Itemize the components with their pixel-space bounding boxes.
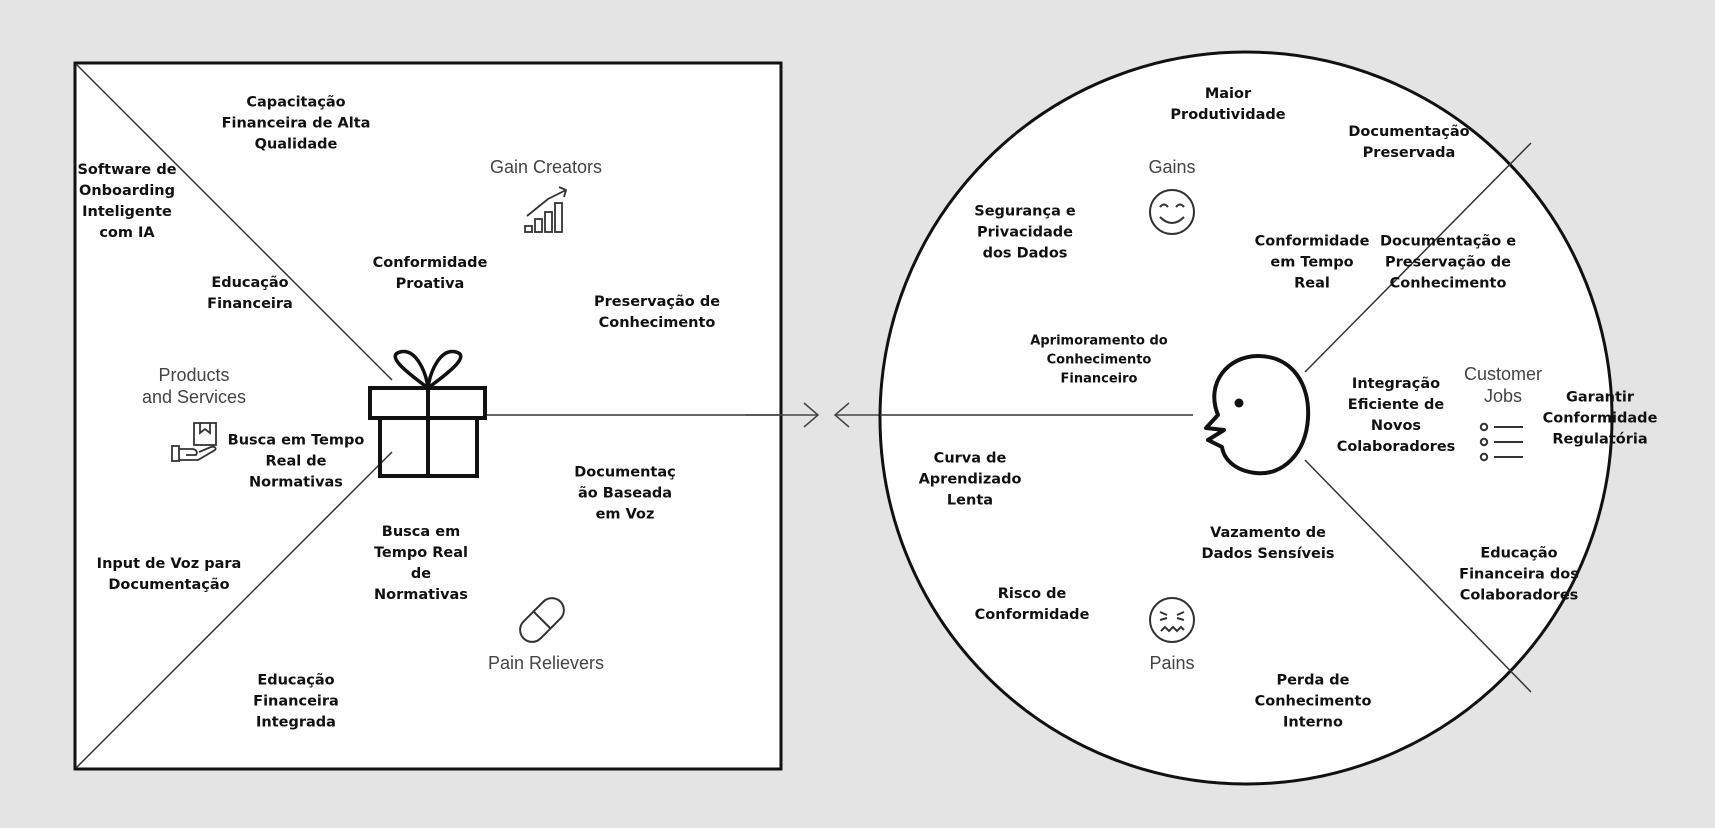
gain-item: Maior Produtividade xyxy=(1170,86,1286,123)
pain-reliever-item: Busca em Tempo Real de Normativas xyxy=(373,524,469,603)
customer-job-item: Educação Financeira dos Colaboradores xyxy=(1459,545,1579,604)
chart-up-icon xyxy=(524,186,568,233)
products-services-title: Products and Services xyxy=(141,365,247,407)
divider-line-upper xyxy=(75,63,393,381)
gain-item: Segurança e Privacidade dos Dados xyxy=(974,203,1076,262)
customer-jobs-title: Customer Jobs xyxy=(1463,364,1543,406)
pill-icon xyxy=(519,597,565,643)
divider-line-lower xyxy=(75,451,393,769)
customer-job-item: Documentação e Preservação de Conhecimen… xyxy=(1379,233,1517,292)
pain-item: Vazamento de Dados Sensíveis xyxy=(1201,525,1335,562)
arrow-right-icon xyxy=(803,402,820,428)
smile-icon xyxy=(1149,189,1195,235)
arrow-left-icon xyxy=(833,402,850,428)
list-icon xyxy=(1479,422,1523,462)
face-icon xyxy=(1204,354,1311,476)
gain-item: Conformidade em Tempo Real xyxy=(1254,233,1370,292)
gift-icon xyxy=(368,349,487,478)
pain-relievers-title: Pain Relievers xyxy=(487,653,605,673)
pains-title: Pains xyxy=(1149,653,1195,673)
pain-item: Risco de Conformidade xyxy=(974,586,1090,623)
customer-job-item: Integração Eficiente de Novos Colaborado… xyxy=(1336,376,1456,455)
circle-divider-lower xyxy=(1304,459,1532,693)
gain-creator-item: Capacitação Financeira de Alta Qualidade xyxy=(221,94,371,153)
products-services-item: Input de Voz para Documentação xyxy=(96,556,242,593)
customer-job-item: Garantir Conformidade Regulatória xyxy=(1542,389,1658,448)
products-services-item: Busca em Tempo Real de Normativas xyxy=(227,432,365,491)
pain-reliever-item: Documentaç ão Baseada em Voz xyxy=(574,464,676,523)
gain-creators-title: Gain Creators xyxy=(489,157,603,177)
hand-box-icon xyxy=(171,422,217,462)
pain-item: Perda de Conhecimento Interno xyxy=(1254,672,1372,731)
gain-creator-item: Conformidade Proativa xyxy=(372,255,488,292)
circle-divider-upper xyxy=(1304,142,1532,373)
gains-title: Gains xyxy=(1148,157,1196,177)
products-services-item: Educação Financeira Integrada xyxy=(253,672,339,731)
gain-item: Aprimoramento do Conhecimento Financeiro xyxy=(1030,333,1168,387)
products-services-item: Software de Onboarding Inteligente com I… xyxy=(77,162,177,241)
gain-creator-item: Preservação de Conhecimento xyxy=(593,294,721,331)
pain-item: Curva de Aprendizado Lenta xyxy=(918,450,1022,509)
frown-icon xyxy=(1149,597,1195,643)
products-services-item: Educação Financeira xyxy=(207,275,293,312)
gain-item: Documentação Preservada xyxy=(1348,124,1470,161)
